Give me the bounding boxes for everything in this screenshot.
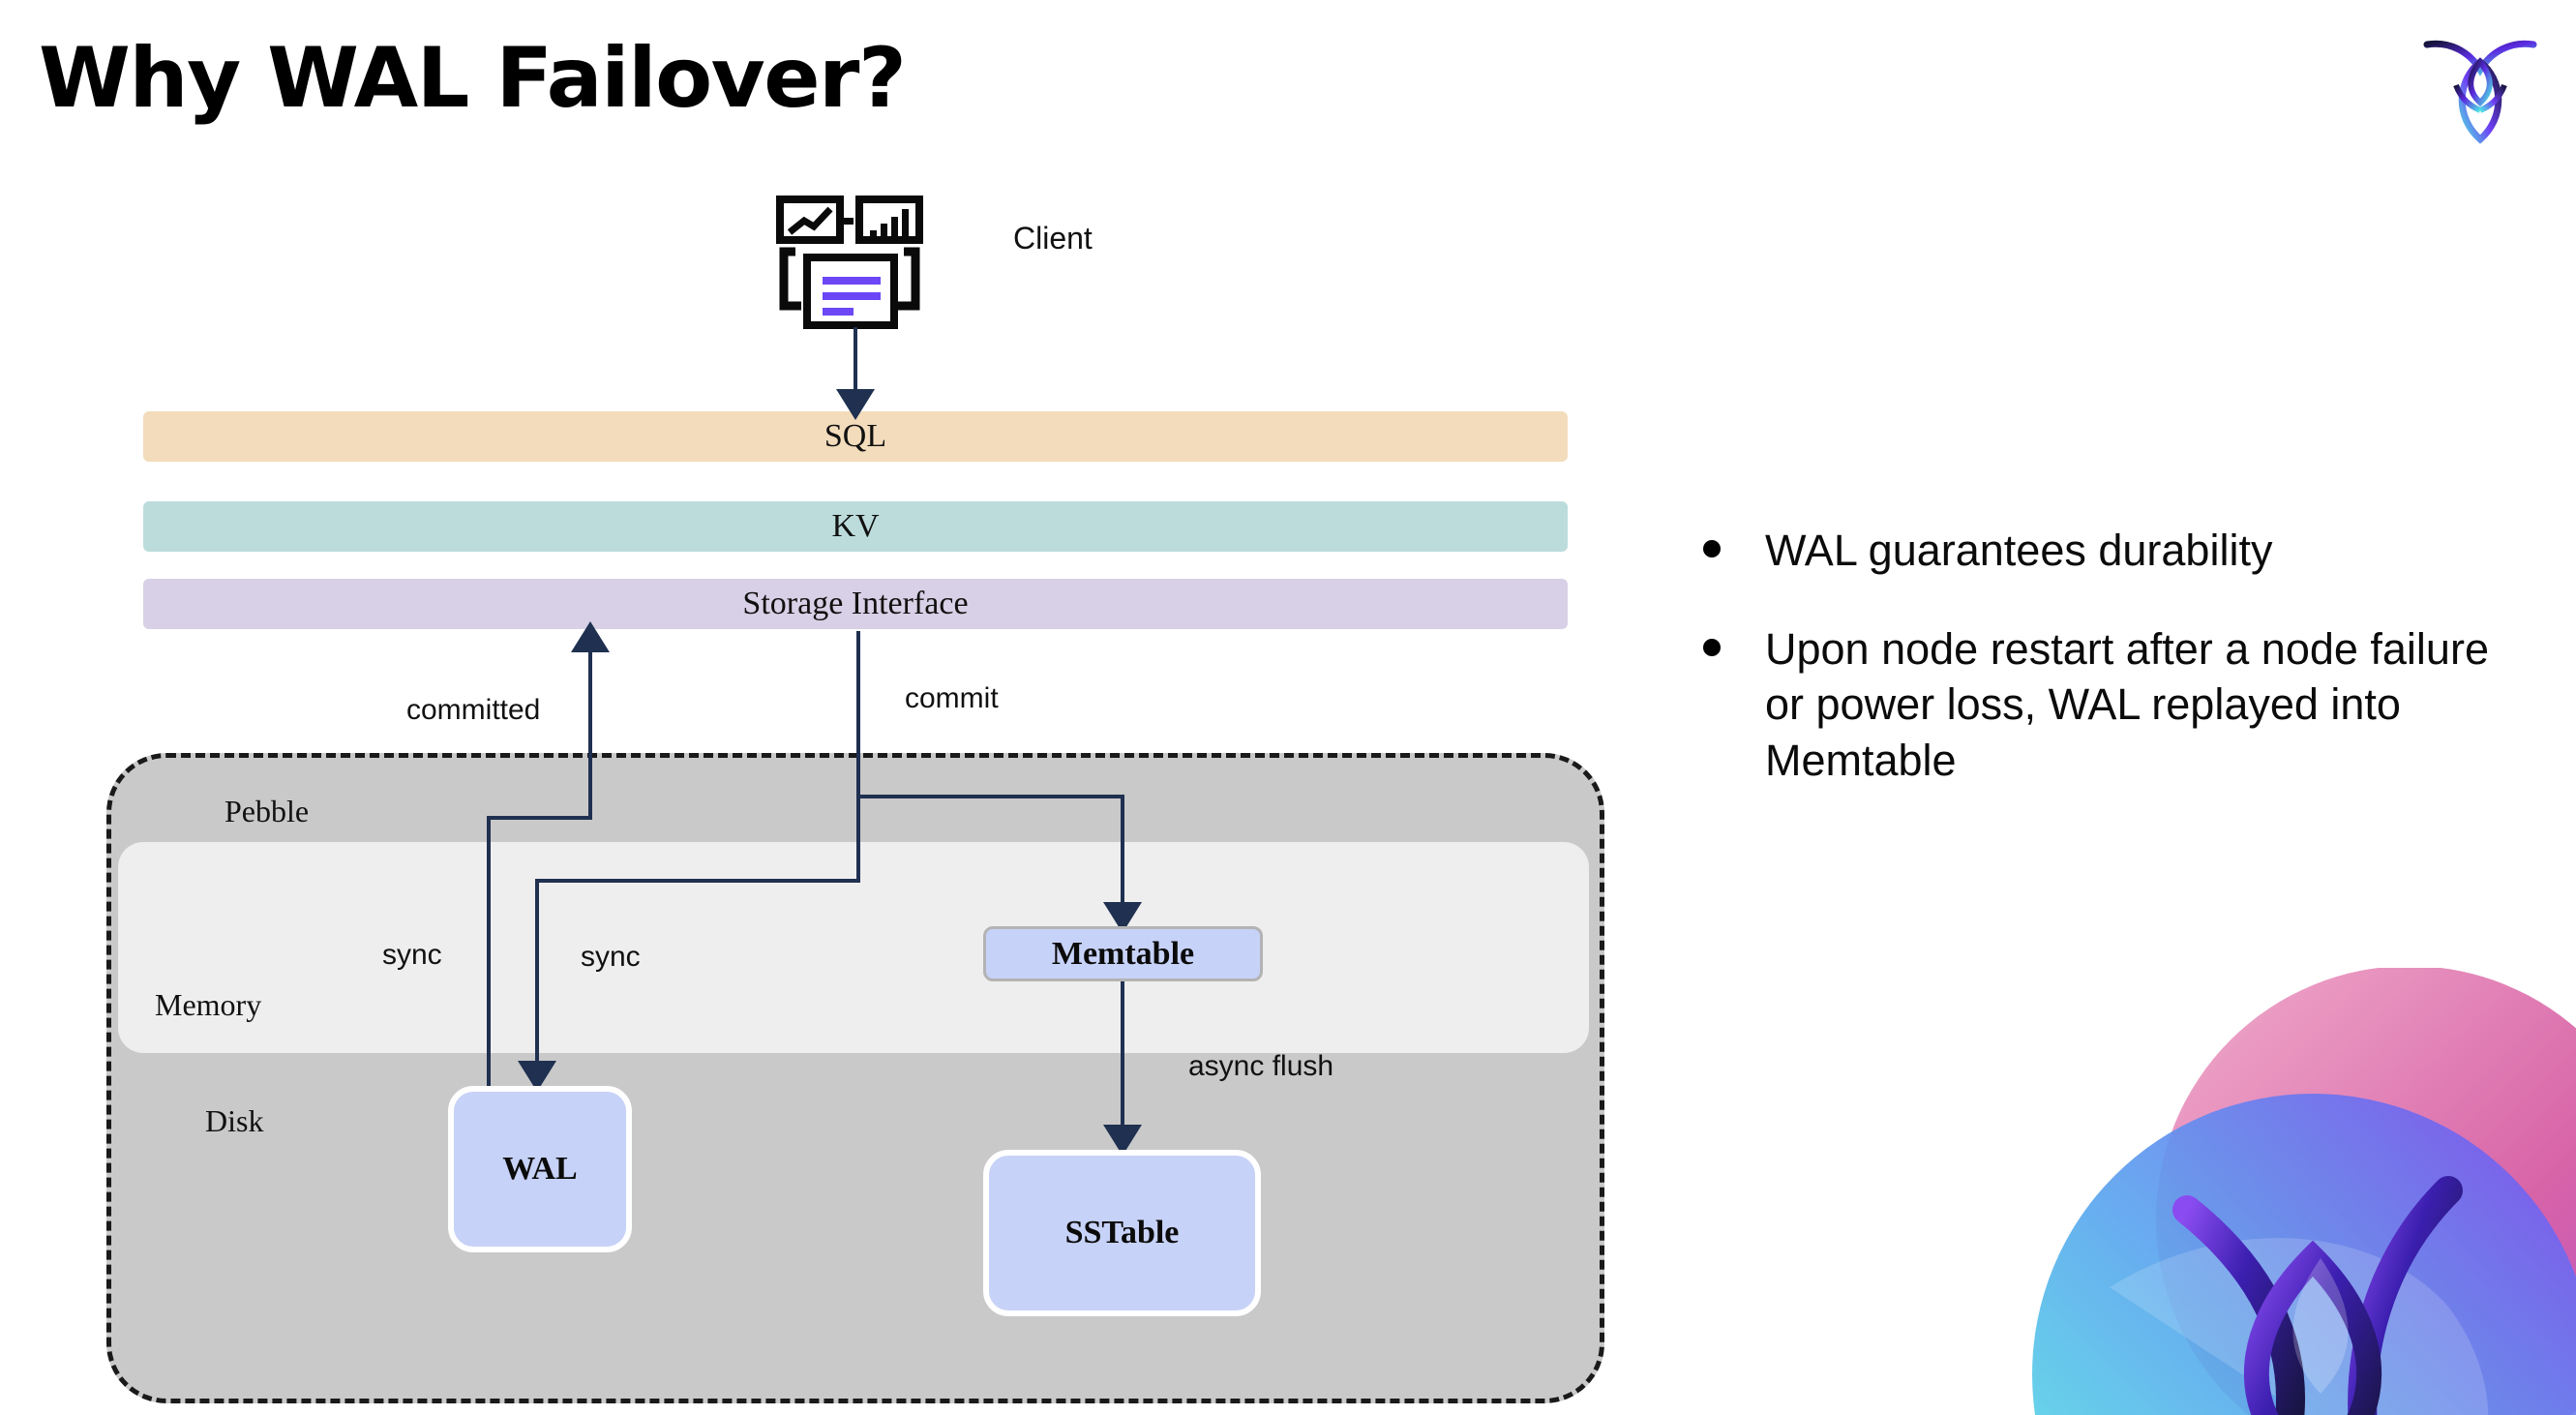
client-label: Client — [1013, 221, 1093, 256]
node-label-sstable: SSTable — [1064, 1215, 1180, 1250]
edge-label-sync-2: sync — [581, 941, 641, 973]
edge-label-async-flush: async flush — [1188, 1050, 1334, 1082]
layer-bar-storage-interface: Storage Interface — [143, 579, 1568, 629]
page-title: Why WAL Failover? — [39, 30, 907, 127]
layer-bar-kv: KV — [143, 501, 1568, 552]
bullet-text: WAL guarantees durability — [1765, 526, 2273, 575]
edge-label-committed: committed — [406, 694, 541, 726]
node-sstable: SSTable — [983, 1150, 1261, 1316]
cockroachdb-logo-icon — [2417, 27, 2543, 148]
memory-zone-label: Memory — [155, 987, 262, 1022]
client-dashboard-icon — [774, 194, 929, 329]
bullet-dot-icon — [1703, 540, 1721, 557]
layer-bar-sql: SQL — [143, 411, 1568, 462]
edge-label-commit: commit — [905, 682, 999, 714]
bullet-list: WAL guarantees durability Upon node rest… — [1703, 523, 2535, 830]
bullet-text: Upon node restart after a node failure o… — [1765, 623, 2489, 785]
memory-zone-band — [118, 842, 1589, 1053]
node-label-memtable: Memtable — [1051, 935, 1195, 972]
disk-zone-label: Disk — [205, 1103, 264, 1138]
layer-label-storage-interface: Storage Interface — [742, 586, 969, 621]
node-memtable: Memtable — [983, 926, 1263, 981]
cockroachdb-decorative-mark-icon — [1993, 966, 2576, 1415]
layer-label-kv: KV — [831, 508, 880, 544]
node-label-wal: WAL — [502, 1151, 578, 1187]
node-wal: WAL — [448, 1086, 632, 1252]
pebble-label: Pebble — [225, 794, 310, 828]
bullet-dot-icon — [1703, 638, 1721, 656]
list-item: Upon node restart after a node failure o… — [1703, 621, 2535, 789]
layer-label-sql: SQL — [824, 418, 887, 454]
edge-label-sync-1: sync — [382, 939, 442, 971]
list-item: WAL guarantees durability — [1703, 523, 2535, 579]
